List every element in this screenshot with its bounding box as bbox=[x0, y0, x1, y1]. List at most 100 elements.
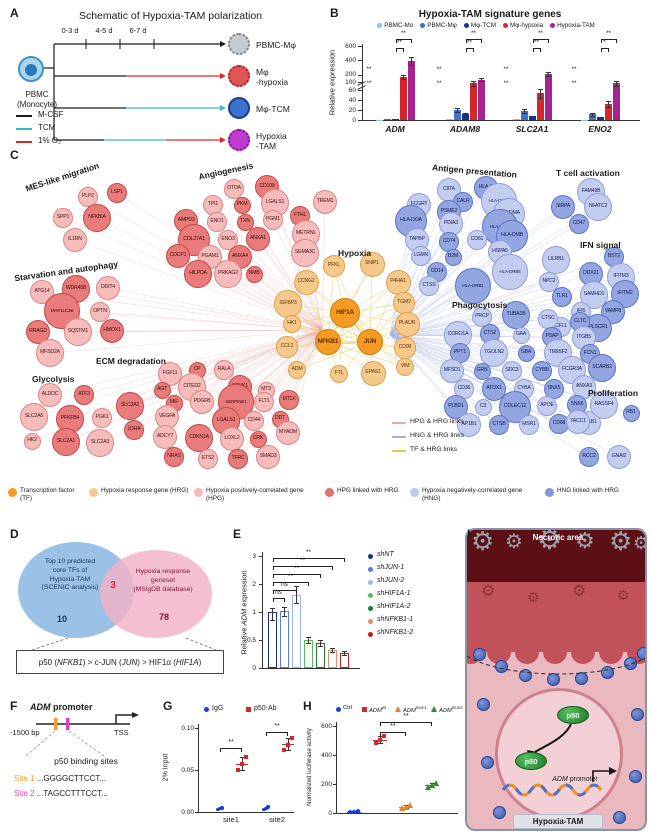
series-legend-dot bbox=[502, 23, 508, 28]
gene-node-ccl2: CCL2 bbox=[276, 336, 298, 358]
gear-cell-icon: ⚙ bbox=[572, 583, 587, 600]
y-tick-label: 3 bbox=[252, 552, 256, 560]
sig-label: ** bbox=[503, 66, 509, 73]
legend-label: ADMmut-1 bbox=[403, 705, 427, 714]
sig-label: ** bbox=[400, 30, 407, 37]
y-tick-mark bbox=[195, 728, 198, 729]
tss-arrowhead bbox=[132, 712, 139, 718]
x-group-label: site2 bbox=[269, 815, 285, 824]
gene-node-mfsd2a: MFSD2A bbox=[36, 339, 64, 367]
sig-label: ns bbox=[281, 581, 288, 588]
y-tick-mark bbox=[259, 640, 262, 641]
square-marker bbox=[290, 736, 294, 741]
gene-node-pfkl: PFKL bbox=[323, 255, 345, 277]
panel-letter-h: H bbox=[303, 699, 312, 713]
error-bar bbox=[465, 112, 466, 116]
text-segment: ) bbox=[198, 657, 202, 667]
gene-node-ap1b1: AP1B1 bbox=[457, 413, 481, 437]
gene-node-optn: OPTN bbox=[89, 301, 111, 323]
gene-node-hk2: HK2 bbox=[23, 432, 41, 450]
p50-protein-lower: p50 bbox=[515, 752, 547, 770]
series-legend-item: PBMC-Mo bbox=[377, 22, 413, 29]
link-legend-swatch bbox=[392, 450, 406, 452]
gene-node-nfkbia: NFKBIA bbox=[83, 204, 111, 232]
illustration-overlay bbox=[467, 655, 645, 797]
gene-node-jun: JUN bbox=[357, 329, 383, 355]
dot-marker bbox=[352, 809, 356, 814]
sig-label: ** bbox=[366, 80, 372, 87]
error-bar bbox=[296, 586, 297, 604]
gene-node-lsp1: LSP1 bbox=[106, 182, 128, 204]
series-legend-dot bbox=[420, 23, 426, 28]
gene-node-msr1: MSR1 bbox=[518, 414, 540, 436]
sig-label: ** bbox=[293, 565, 300, 572]
node-legend-label: Hypoxia positively-correlated gene (HPG) bbox=[206, 487, 304, 502]
gene-node-sema3c: SEMA3C bbox=[291, 239, 319, 267]
sig-bracket bbox=[272, 566, 333, 570]
y-tick-mark bbox=[358, 74, 362, 76]
hypoxia-tam-label: Hypoxia-TAM bbox=[513, 814, 603, 829]
tissue-scallop bbox=[515, 640, 539, 664]
series-legend-label: PBMC-Mφ bbox=[427, 22, 457, 29]
series-legend-dot bbox=[368, 619, 373, 624]
text-segment: expression bbox=[239, 570, 249, 609]
y-tick-mark bbox=[195, 812, 198, 813]
gene-node-pgm1: PGM1 bbox=[262, 209, 284, 231]
error-bar bbox=[592, 112, 593, 116]
gene-node-hla-doa: HLA-DOA bbox=[395, 205, 427, 237]
cluster-label-glycolysis: Glycolysis bbox=[32, 374, 75, 384]
series-legend-dot bbox=[368, 580, 373, 585]
error-cap bbox=[294, 586, 299, 588]
gene-node-map1lc3b: MAP1LC3B bbox=[44, 293, 80, 329]
series-legend-dot bbox=[377, 23, 383, 28]
panel-f-promoter: ADM promoter -1500 bp TSS p50 binding si… bbox=[8, 698, 160, 833]
series-legend-label: Hypoxia-TAM bbox=[557, 22, 595, 29]
node-legend-dot bbox=[545, 488, 554, 497]
gene-node-adcy7: ADCY7 bbox=[153, 425, 177, 449]
sig-bracket bbox=[395, 39, 412, 43]
series-legend-label: shHIF1A-1 bbox=[377, 590, 411, 597]
gene-node-nmb: NMB bbox=[245, 265, 263, 283]
text-segment: ADM bbox=[30, 702, 51, 712]
sig-label: ** bbox=[537, 30, 544, 37]
x-axis-line bbox=[262, 668, 360, 669]
triangle-marker bbox=[425, 784, 431, 791]
y-tick-label: 0 bbox=[352, 116, 356, 124]
series-legend-label: shNFKB1-2 bbox=[377, 629, 414, 636]
bar-adam8-4 bbox=[478, 79, 485, 120]
venn-right-line: geneset bbox=[150, 576, 176, 584]
y-tick-mark bbox=[333, 813, 336, 814]
panel-h-ylabel: Normalized luciferase activity bbox=[307, 728, 313, 806]
sig-label: ** bbox=[305, 549, 312, 556]
y-tick-label: 2 bbox=[252, 580, 256, 588]
gene-node-tuba1b: TUBA1B bbox=[502, 301, 530, 329]
target-label: Hypoxia bbox=[256, 131, 287, 141]
link-legend-label: TF & HRG links bbox=[410, 446, 458, 453]
y-tick-mark bbox=[259, 612, 262, 613]
venn-right-line: Hypoxia response bbox=[135, 568, 191, 575]
dot-marker bbox=[266, 805, 270, 809]
y-tick-mark bbox=[358, 110, 362, 111]
condition-legend-label: TCM bbox=[38, 123, 56, 132]
text-segment: promoter bbox=[567, 776, 598, 783]
text-segment: ADM bbox=[552, 776, 568, 783]
text-segment: JUN bbox=[121, 657, 138, 667]
gene-node-sirpa: SIRPA bbox=[551, 195, 575, 219]
node-legend-item: HNG linked with HRG bbox=[545, 487, 625, 502]
sig-bracket bbox=[272, 574, 321, 578]
tissue-scallop bbox=[599, 640, 623, 664]
y-tick-mark bbox=[259, 584, 262, 585]
gene-node-cdkn1a: CDKN1A bbox=[185, 424, 213, 452]
blue-cell-icon bbox=[493, 806, 506, 819]
error-cap bbox=[318, 640, 323, 641]
text-segment: ADM bbox=[439, 707, 452, 714]
sig-bracket bbox=[272, 598, 285, 602]
text-segment: mut-2 bbox=[451, 705, 463, 710]
series-legend-label: Mφ-hypoxia bbox=[509, 22, 544, 29]
gene-node-ciita: CIITA bbox=[437, 178, 461, 202]
error-cap bbox=[285, 738, 291, 740]
monocyte-nucleus bbox=[25, 64, 37, 76]
target-label: Mφ-TCM bbox=[256, 104, 290, 114]
blue-cell-icon bbox=[547, 673, 560, 686]
